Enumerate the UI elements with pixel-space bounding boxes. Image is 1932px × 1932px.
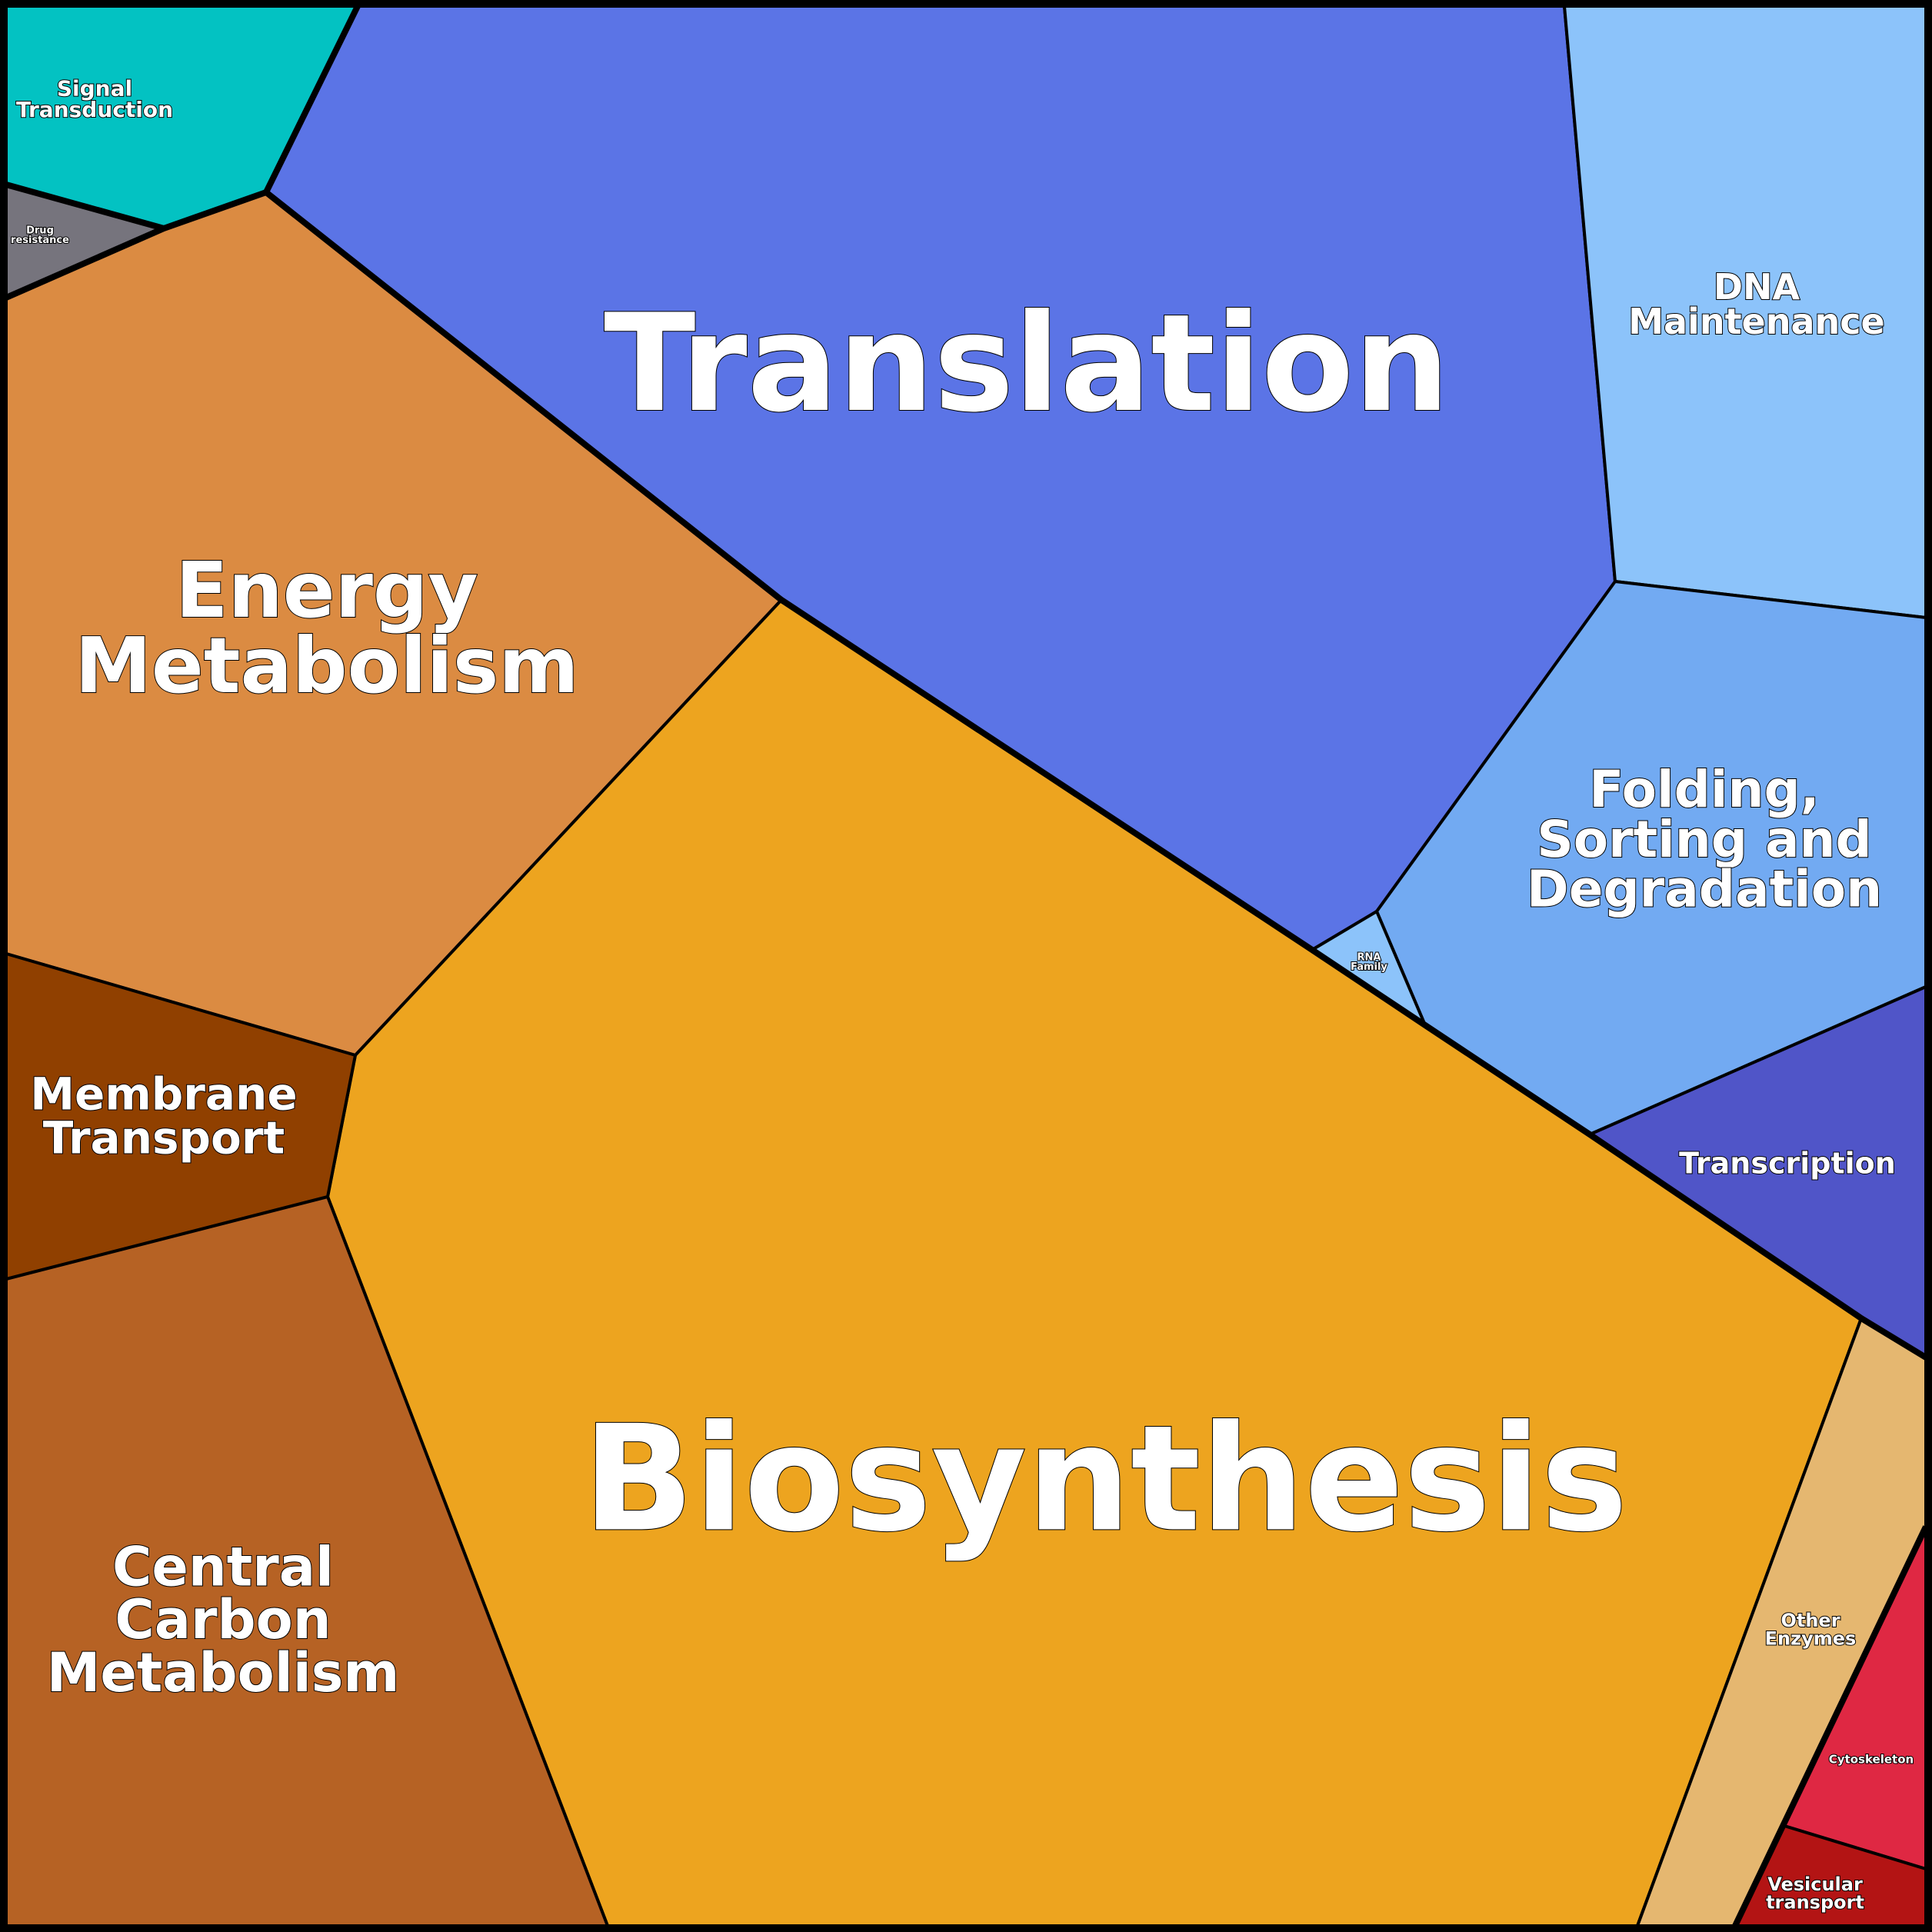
cell-label-biosynthesis: Biosynthesis: [583, 1394, 1628, 1564]
group-divider-line: [1732, 1525, 1929, 1927]
group-divider-line: [5, 182, 165, 232]
cell-label-cyto: Cytoskeleton: [1829, 1752, 1914, 1766]
group-divider-line: [263, 5, 361, 194]
cell-label-translation: Translation: [604, 286, 1450, 442]
cell-label-transcription: Transcription: [1679, 1147, 1896, 1181]
group-divider-line: [5, 188, 1928, 1361]
